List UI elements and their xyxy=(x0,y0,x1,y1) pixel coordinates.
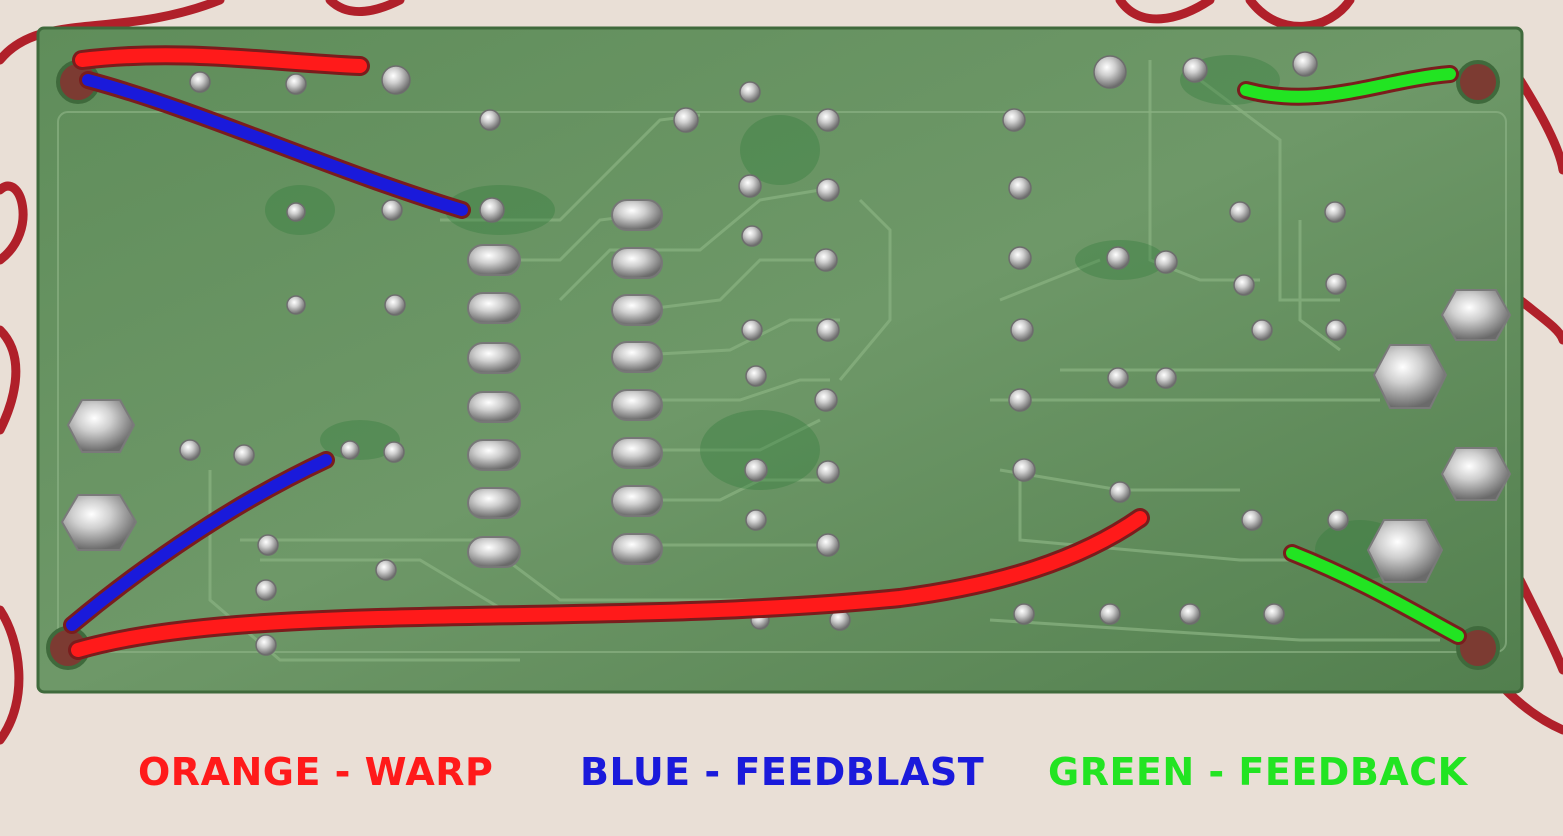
wire-color-legend: ORANGE - WARP BLUE - FEEDBLAST GREEN - F… xyxy=(0,748,1563,796)
wire-orange-warp xyxy=(68,45,1150,660)
board-inner-border xyxy=(57,111,1507,653)
wire-green-feedback xyxy=(1237,65,1467,645)
hex-pads xyxy=(60,289,1512,583)
ic-pads-right xyxy=(611,199,663,565)
legend-blue-feedblast: BLUE - FEEDBLAST xyxy=(580,750,985,794)
legend-green-feedback: GREEN - FEEDBACK xyxy=(1048,750,1468,794)
legend-orange-warp: ORANGE - WARP xyxy=(138,750,494,794)
ic-pads-left xyxy=(467,244,521,568)
wire-blue-feedblast xyxy=(63,71,471,634)
solder-joints xyxy=(179,51,1349,656)
